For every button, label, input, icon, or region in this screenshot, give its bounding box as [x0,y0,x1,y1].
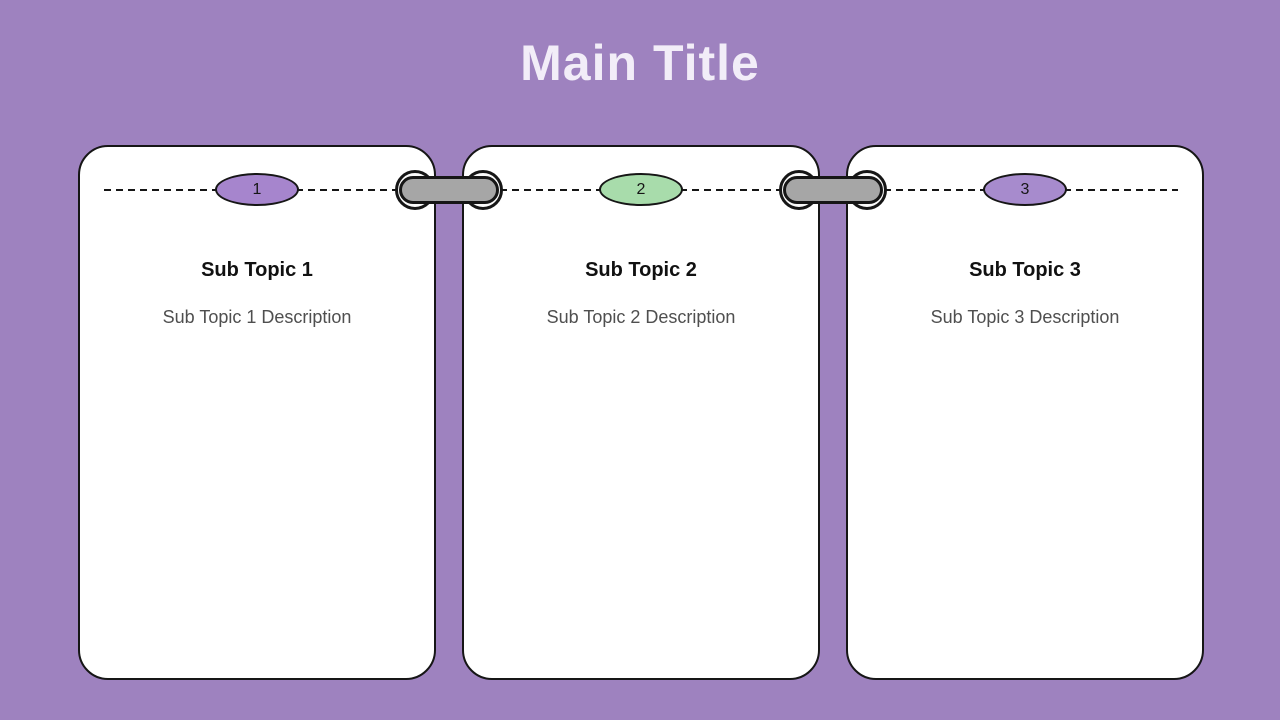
step-number: 3 [1020,180,1030,198]
subtopic-heading: Sub Topic 2 [585,259,697,281]
topic-card-3: 3 Sub Topic 3 Sub Topic 3 Description [846,145,1204,680]
main-title: Main Title [520,35,760,91]
binder-bar [399,176,499,204]
subtopic-heading: Sub Topic 3 [969,259,1081,281]
subtopic-description: Sub Topic 3 Description [930,307,1120,327]
binder-bar [783,176,883,204]
step-number-badge: 2 [599,173,683,206]
topic-card-1: 1 Sub Topic 1 Sub Topic 1 Description [78,145,436,680]
step-number: 1 [252,180,262,198]
subtopic-heading: Sub Topic 1 [201,259,313,281]
step-number-badge: 1 [215,173,299,206]
step-number-badge: 3 [983,173,1067,206]
subtopic-description: Sub Topic 2 Description [546,307,736,327]
subtopic-description: Sub Topic 1 Description [162,307,352,327]
step-number: 2 [636,180,646,198]
topic-card-2: 2 Sub Topic 2 Sub Topic 2 Description [462,145,820,680]
